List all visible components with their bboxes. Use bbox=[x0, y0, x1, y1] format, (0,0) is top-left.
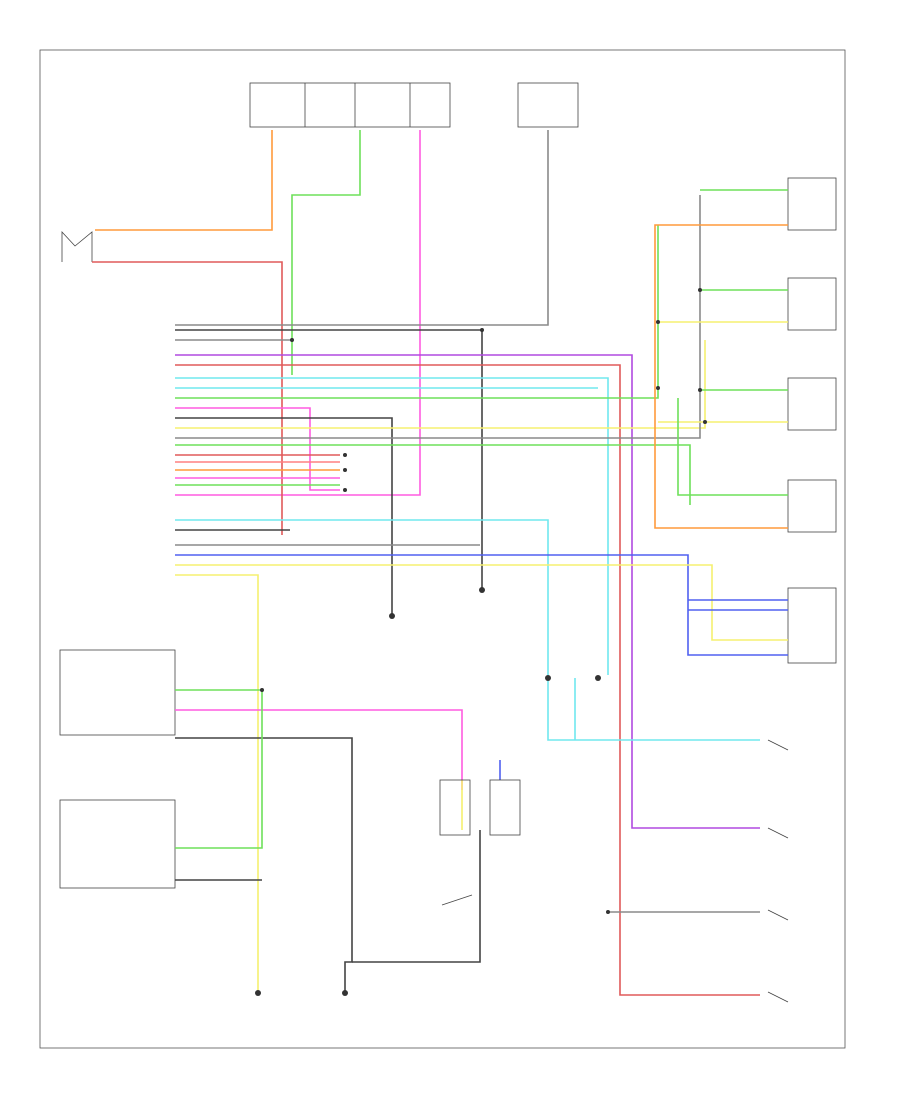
wire-green-41 bbox=[677, 398, 788, 496]
wire-dark-12 bbox=[175, 417, 393, 616]
wire-dark-32 bbox=[352, 830, 481, 963]
wire-orange-35 bbox=[654, 224, 788, 529]
wire-gray-14 bbox=[175, 195, 701, 439]
junction-dot-6 bbox=[260, 688, 264, 692]
window-motor-left-rear bbox=[787, 479, 837, 533]
wire-orange-0 bbox=[95, 130, 273, 231]
window-motor-right-front bbox=[787, 177, 837, 231]
window-motor-left-front bbox=[787, 277, 837, 331]
window-motor-right-rear bbox=[787, 377, 837, 431]
wire-purple-6 bbox=[175, 354, 760, 829]
wire-blue-24 bbox=[175, 554, 788, 656]
wire-dark-4 bbox=[175, 329, 483, 590]
wire-pink-11 bbox=[175, 407, 340, 491]
wire-red-7 bbox=[175, 364, 760, 996]
junction-dot-2 bbox=[656, 320, 660, 324]
wire-gray-46 bbox=[175, 130, 549, 326]
wire-yellow-13 bbox=[175, 340, 706, 429]
junction-dot-9 bbox=[343, 453, 347, 457]
wire-cyan-21 bbox=[175, 519, 760, 741]
power-window-switch-driver bbox=[59, 649, 176, 736]
power-window-switch-passenger bbox=[59, 799, 176, 889]
wire-green-10 bbox=[175, 225, 659, 399]
wire-cyan-8 bbox=[175, 377, 609, 675]
wire-green-1 bbox=[291, 130, 361, 375]
wire-green-30 bbox=[175, 690, 263, 849]
diagram-border bbox=[39, 49, 846, 1049]
ground-symbols bbox=[255, 587, 601, 996]
wire-red-3 bbox=[92, 261, 283, 535]
door-switches bbox=[767, 739, 789, 1003]
relay-switch bbox=[61, 230, 93, 262]
junction-dot-8 bbox=[343, 468, 347, 472]
junction-dot-3 bbox=[656, 386, 660, 390]
fuse-block-top bbox=[249, 82, 579, 128]
wire-harness bbox=[92, 130, 788, 996]
junction-dot-10 bbox=[606, 910, 610, 914]
wire-dark-29 bbox=[175, 737, 353, 993]
wire-pink-2 bbox=[175, 130, 421, 496]
junction-dot-0 bbox=[290, 338, 294, 342]
door-lock-actuators bbox=[439, 779, 521, 906]
junction-dot-7 bbox=[343, 488, 347, 492]
junction-dot-1 bbox=[480, 328, 484, 332]
wire-junction-dots bbox=[260, 288, 707, 914]
wire-green-15 bbox=[175, 444, 691, 505]
junction-dot-4 bbox=[698, 288, 702, 292]
junction-dot-11 bbox=[703, 420, 707, 424]
window-switch-panel bbox=[787, 587, 837, 664]
junction-dot-5 bbox=[698, 388, 702, 392]
wire-yellow-26 bbox=[175, 574, 259, 993]
wire-yellow-25 bbox=[175, 564, 788, 641]
wire-pink-28 bbox=[175, 709, 463, 790]
